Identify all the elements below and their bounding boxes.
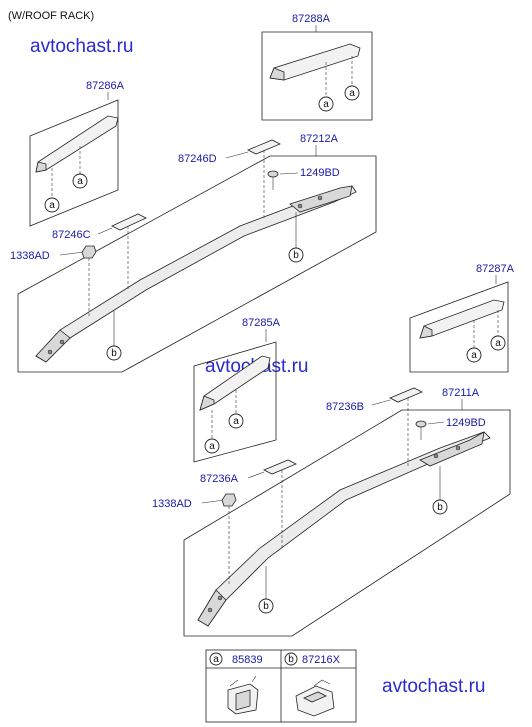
nut-1338AD — [81, 245, 97, 259]
clip-87216X-drawing — [295, 679, 335, 717]
callout-letter: a — [77, 176, 83, 187]
callout-b — [288, 247, 304, 263]
part-label-87288A[interactable]: 87288A — [292, 13, 331, 25]
part-label-1338AD[interactable]: 1338AD — [152, 498, 192, 510]
nut-1338AD — [221, 493, 237, 507]
cover-87236B — [389, 387, 423, 403]
part-box-87286A — [29, 99, 119, 227]
callout-a — [318, 96, 334, 112]
part-group-87287A: 87287A a a — [409, 263, 515, 373]
legend-letter-b: b — [288, 654, 294, 665]
cover-87246D — [247, 139, 281, 155]
legend-table: a 85839 b 87216X — [205, 649, 357, 723]
callout-a — [44, 197, 60, 213]
part-label-87246C[interactable]: 87246C — [52, 229, 91, 241]
rail-assembly-lower: 87211A 87236B 1249BD 87236A 1338AD — [152, 387, 511, 637]
callout-a — [490, 335, 506, 351]
end-cap-87286A — [35, 115, 119, 173]
part-label-87212A[interactable]: 87212A — [300, 133, 339, 145]
part-label-87246D[interactable]: 87246D — [178, 153, 217, 165]
part-group-87288A: 87288A a a — [261, 13, 373, 121]
rail-assembly-upper: 87212A 87246D 1249BD 87246C 1338AD — [10, 133, 377, 373]
callout-letter: b — [437, 502, 443, 513]
part-label-87236A[interactable]: 87236A — [200, 473, 239, 485]
part-label-87285A[interactable]: 87285A — [242, 317, 281, 329]
callout-letter: a — [495, 338, 501, 349]
callout-letter: b — [263, 601, 269, 612]
callout-b — [258, 598, 274, 614]
watermark: avtochast.ru — [30, 36, 134, 57]
bolt-1249BD — [415, 420, 427, 428]
part-label-87236B[interactable]: 87236B — [326, 401, 364, 413]
part-label-1338AD[interactable]: 1338AD — [10, 250, 50, 262]
part-box-87287A — [409, 281, 509, 373]
callout-letter: a — [323, 99, 329, 110]
diagram-header: (W/ROOF RACK) — [8, 10, 94, 22]
end-cap-87287A — [419, 299, 505, 339]
part-box-87211A — [183, 409, 511, 637]
callout-a — [204, 438, 220, 454]
part-group-87286A: 87286A a a — [29, 80, 125, 227]
callout-a — [466, 347, 482, 363]
roof-rail-87211A — [197, 431, 491, 627]
callout-letter: b — [293, 250, 299, 261]
part-box-87285A — [193, 341, 277, 463]
legend-part-87216X[interactable]: 87216X — [302, 654, 341, 666]
part-label-87211A[interactable]: 87211A — [442, 387, 480, 399]
callout-a — [72, 173, 88, 189]
part-box-87212A — [17, 155, 377, 373]
legend-letter-a: a — [213, 654, 219, 665]
cover-87246C — [111, 213, 147, 231]
part-group-87285A: 87285A a a — [193, 317, 281, 463]
clip-85839-drawing — [227, 675, 259, 715]
legend-part-85839[interactable]: 85839 — [232, 654, 263, 666]
part-box-87288A — [261, 31, 373, 121]
bolt-1249BD — [267, 170, 279, 178]
callout-letter: b — [111, 348, 117, 359]
watermark: avtochast.ru — [382, 676, 486, 697]
callout-b — [106, 345, 122, 361]
part-label-87287A[interactable]: 87287A — [476, 263, 515, 275]
callout-b — [432, 499, 448, 515]
cover-87236A — [263, 459, 297, 475]
legend-callout-b — [284, 652, 298, 666]
part-label-1249BD[interactable]: 1249BD — [300, 167, 340, 179]
callout-letter: a — [471, 350, 477, 361]
part-label-87286A[interactable]: 87286A — [86, 80, 125, 92]
callout-letter: a — [233, 416, 239, 427]
roof-rail-87212A — [35, 185, 357, 363]
legend-callout-a — [209, 652, 223, 666]
callout-a — [344, 85, 360, 101]
callout-letter: a — [49, 200, 55, 211]
callout-a — [228, 413, 244, 429]
part-label-1249BD[interactable]: 1249BD — [446, 417, 486, 429]
callout-letter: a — [209, 441, 215, 452]
callout-letter: a — [349, 88, 355, 99]
